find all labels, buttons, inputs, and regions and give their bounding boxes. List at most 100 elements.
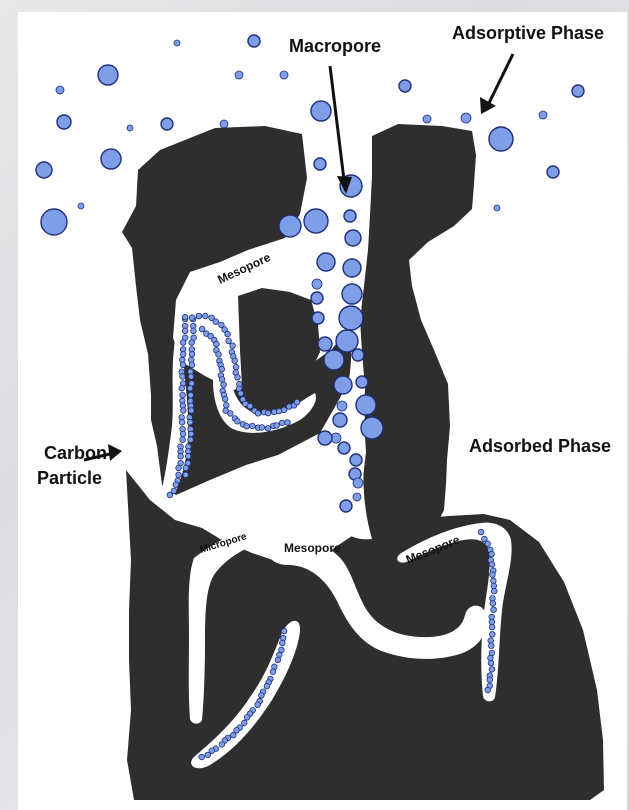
adsorptive-molecule	[314, 158, 326, 170]
adsorptive-molecule	[339, 306, 363, 330]
adsorbed-molecule	[244, 423, 250, 429]
adsorbed-molecule	[294, 399, 300, 405]
adsorptive-molecule	[127, 125, 133, 131]
adsorbed-molecule	[199, 326, 205, 332]
mesopore-center-label: Mesopore	[284, 541, 341, 555]
adsorptive-molecule	[489, 127, 513, 151]
adsorbed-molecule	[489, 643, 495, 649]
adsorptive-molecule	[78, 203, 84, 209]
adsorptive-molecule	[333, 413, 347, 427]
adsorbed-molecule	[180, 431, 186, 437]
adsorptive-phase-arrowhead	[480, 97, 496, 114]
adsorbed-molecule	[491, 588, 497, 594]
adsorbed-molecule	[489, 551, 495, 557]
carbon-particle-arrowhead	[108, 444, 122, 461]
adsorptive-molecule	[101, 149, 121, 169]
adsorbed-molecule	[182, 328, 188, 334]
adsorbed-molecule	[490, 632, 496, 638]
adsorptive-molecule	[338, 442, 350, 454]
adsorptive-molecule	[174, 40, 180, 46]
adsorptive-molecule	[312, 312, 324, 324]
adsorbed-molecule	[188, 392, 194, 398]
adsorbed-molecule	[205, 752, 211, 758]
adsorbed-molecule	[180, 437, 186, 443]
adsorptive-molecule	[342, 284, 362, 304]
adsorbed-molecule	[213, 319, 219, 325]
adsorbed-molecule	[188, 437, 194, 443]
adsorbed-molecule	[180, 374, 186, 380]
adsorbed-molecule	[255, 411, 261, 417]
adsorbed-molecule	[490, 572, 496, 578]
adsorbed-molecule	[189, 315, 195, 321]
adsorbed-molecule	[285, 420, 291, 426]
adsorbed-molecule	[255, 702, 261, 708]
adsorbed-molecule	[187, 419, 193, 425]
adsorptive-molecule	[399, 80, 411, 92]
adsorptive-molecule	[324, 350, 344, 370]
adsorbed-molecule	[487, 677, 493, 683]
adsorbed-molecule	[231, 732, 237, 738]
adsorbed-molecule	[489, 562, 495, 568]
adsorbed-molecule	[219, 366, 225, 372]
adsorptive-molecule	[337, 401, 347, 411]
adsorbed-molecule	[478, 529, 484, 535]
adsorbed-molecule	[230, 343, 236, 349]
adsorptive-molecule	[312, 279, 322, 289]
adsorbed-molecule	[270, 669, 276, 675]
adsorbed-molecule	[247, 403, 253, 409]
adsorbed-molecule	[183, 472, 189, 478]
adsorbed-molecule	[219, 377, 225, 383]
adsorptive-molecule	[318, 337, 332, 351]
adsorptive-molecule	[336, 330, 358, 352]
adsorptive-molecule	[461, 113, 471, 123]
adsorbed-molecule	[187, 385, 193, 391]
adsorbed-molecule	[265, 410, 271, 416]
adsorptive-molecule	[161, 118, 173, 130]
adsorbed-molecule	[191, 328, 197, 334]
adsorptive-molecule	[334, 376, 352, 394]
adsorbed-molecule	[173, 482, 179, 488]
carbon-right-trunk	[360, 124, 476, 548]
adsorptive-molecule	[356, 376, 368, 388]
adsorptive-molecule	[279, 215, 301, 237]
adsorbed-molecule	[180, 362, 186, 368]
adsorptive-molecule	[547, 166, 559, 178]
adsorbed-molecule	[250, 423, 256, 429]
adsorbed-molecule	[179, 385, 185, 391]
adsorbed-molecule	[189, 408, 195, 414]
adsorbed-molecule	[188, 374, 194, 380]
adsorptive-molecule	[56, 86, 64, 94]
adsorbed-molecule	[180, 392, 186, 398]
adsorbed-molecule	[181, 408, 187, 414]
adsorptive-phase-label: Adsorptive Phase	[452, 23, 604, 43]
adsorptive-molecule	[572, 85, 584, 97]
adsorbed-molecule	[176, 465, 182, 471]
adsorbed-molecule	[232, 358, 238, 364]
adsorbed-molecule	[228, 411, 234, 417]
adsorptive-molecule	[352, 349, 364, 361]
adsorbed-molecule	[490, 601, 496, 607]
adsorptive-molecule	[353, 493, 361, 501]
adsorbed-molecule	[259, 425, 265, 431]
adsorptive-molecule	[98, 65, 118, 85]
carbon-particle-label-line2: Particle	[37, 468, 102, 488]
adsorbed-molecule	[203, 313, 209, 319]
adsorbed-molecule	[214, 341, 220, 347]
adsorptive-molecule	[361, 417, 383, 439]
adsorbed-molecule	[225, 331, 231, 337]
adsorbed-molecule	[176, 472, 182, 478]
adsorbed-molecule	[242, 720, 248, 726]
adsorptive-molecule	[220, 120, 228, 128]
adsorbed-molecule	[222, 396, 228, 402]
adsorbed-molecule	[235, 375, 241, 381]
adsorbed-molecule	[485, 687, 491, 693]
adsorbed-molecule	[244, 715, 250, 721]
adsorbed-molecule	[264, 683, 270, 689]
adsorbed-molecule	[226, 338, 232, 344]
adsorbed-molecule	[238, 391, 244, 397]
adsorbed-molecule	[199, 754, 205, 760]
adsorbed-molecule	[196, 313, 202, 319]
adsorptive-molecule	[57, 115, 71, 129]
